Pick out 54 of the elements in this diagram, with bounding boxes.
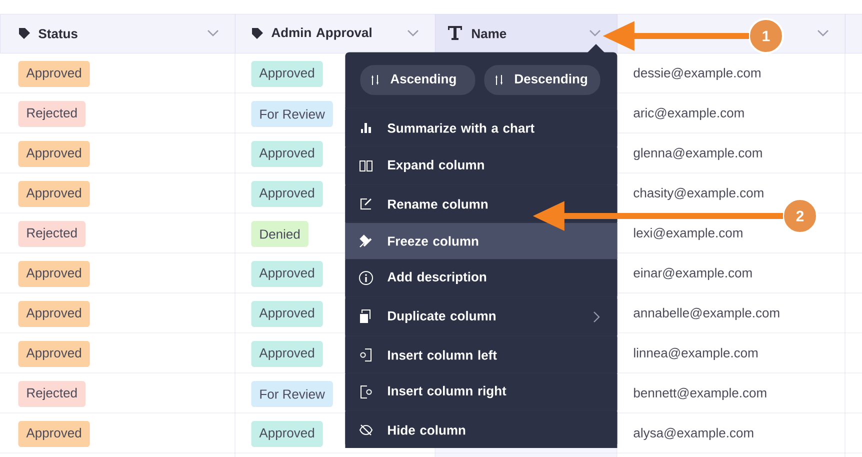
status-badge: Rejected bbox=[18, 221, 86, 247]
menu-item: Duplicate column bbox=[345, 299, 618, 335]
menu-item: Expand column bbox=[345, 148, 618, 184]
sort-button: Descending bbox=[484, 65, 600, 95]
menu-item: Freeze column bbox=[345, 223, 618, 259]
email-text: glenna@example.com bbox=[634, 148, 762, 160]
status-badge: Approved bbox=[18, 61, 90, 87]
status-badge: For Review bbox=[251, 381, 333, 407]
status-badge: Approved bbox=[18, 341, 90, 367]
email-text: annabelle@example.com bbox=[634, 308, 780, 320]
status-badge: Denied bbox=[251, 221, 308, 247]
menu-item: Insert column right bbox=[345, 374, 618, 410]
menu-item: Hide column bbox=[345, 412, 618, 448]
status-badge: Approved bbox=[251, 181, 323, 207]
node-label: Hide column bbox=[388, 425, 466, 435]
node-label: Insert column right bbox=[388, 386, 506, 398]
status-badge: Approved bbox=[251, 341, 323, 367]
status-badge: Approved bbox=[251, 421, 323, 447]
menu-item: Add description bbox=[345, 260, 618, 296]
status-badge: Approved bbox=[18, 141, 90, 167]
status-badge: For Review bbox=[251, 101, 333, 127]
email-text: lexi@example.com bbox=[634, 228, 742, 240]
email-text: chasity@example.com bbox=[634, 188, 764, 200]
column-header bbox=[845, 14, 862, 54]
node-label: Summarize with a chart bbox=[388, 123, 534, 133]
column-header: Status bbox=[0, 14, 236, 54]
email-text: einar@example.com bbox=[634, 268, 752, 280]
status-badge: Approved bbox=[18, 421, 90, 447]
sort-button: Ascending bbox=[360, 65, 476, 95]
email-text: dessie@example.com bbox=[634, 68, 760, 80]
menu-item: Rename column bbox=[345, 186, 618, 222]
status-badge: Approved bbox=[251, 261, 323, 287]
status-badge: Approved bbox=[18, 261, 90, 287]
email-text: alysa@example.com bbox=[634, 428, 754, 440]
callout-number: 2 bbox=[782, 198, 818, 234]
status-badge: Approved bbox=[18, 301, 90, 327]
email-text: bennett@example.com bbox=[634, 388, 766, 400]
status-badge: Approved bbox=[18, 181, 90, 207]
status-badge: Approved bbox=[251, 61, 323, 87]
email-text: linnea@example.com bbox=[634, 348, 758, 360]
status-badge: Approved bbox=[251, 141, 323, 167]
node-label: Rename column bbox=[388, 199, 488, 209]
column-header: Admin Approval bbox=[235, 14, 436, 54]
node-label: Duplicate column bbox=[388, 310, 496, 324]
menu-item: Insert column left bbox=[345, 337, 618, 373]
email-text: aric@example.com bbox=[634, 108, 744, 120]
node-label: Add description bbox=[388, 272, 486, 284]
status-badge: Rejected bbox=[18, 381, 86, 407]
menu-item: Summarize with a chart bbox=[345, 110, 618, 146]
status-badge: Approved bbox=[251, 301, 323, 327]
status-badge: Rejected bbox=[18, 101, 86, 127]
column-header: Name bbox=[435, 14, 618, 54]
node-label: Expand column bbox=[388, 160, 484, 172]
node-label: Insert column left bbox=[388, 350, 497, 360]
